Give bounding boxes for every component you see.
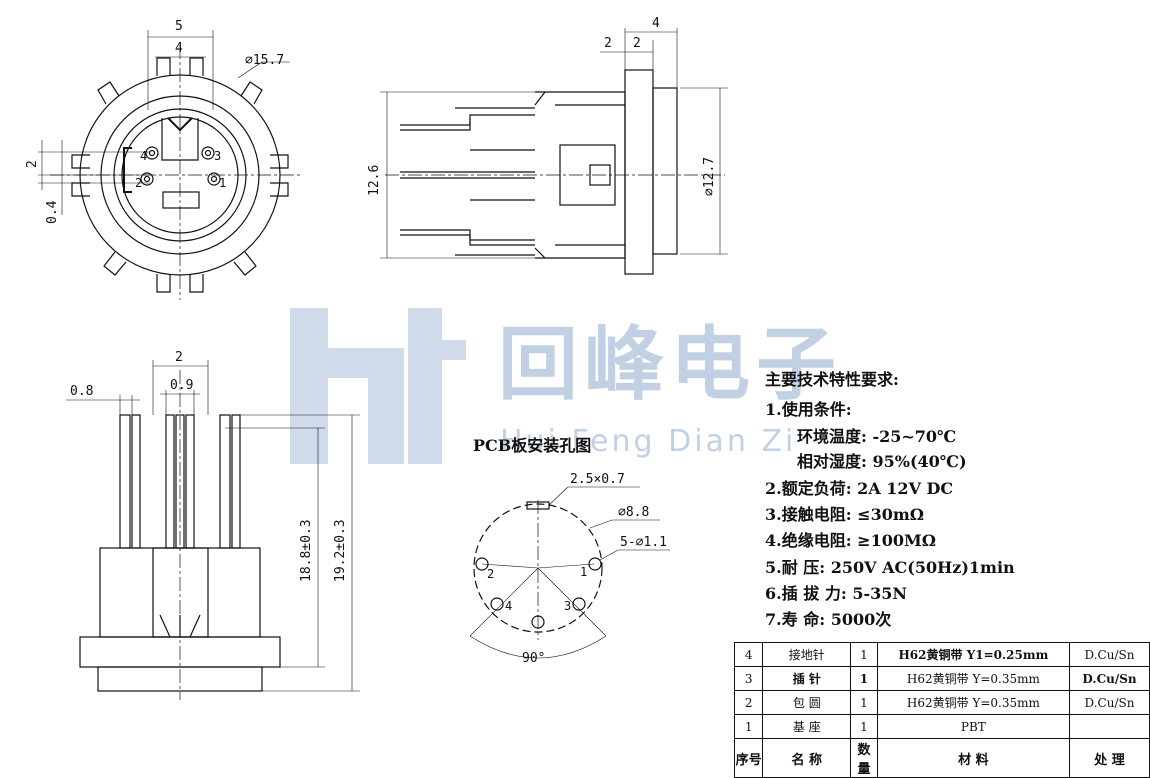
side-dim-126: 12.6 bbox=[367, 165, 382, 196]
front-pin-1: 1 bbox=[219, 176, 226, 190]
bom-cell: 1 bbox=[850, 642, 878, 667]
bom-cell: 1 bbox=[850, 690, 878, 715]
front-pin-3: 3 bbox=[214, 149, 221, 163]
bom-header: 处 理 bbox=[1069, 738, 1150, 778]
spec-line: 环境温度: -25~70℃ bbox=[797, 427, 957, 446]
pcb-pin-2: 2 bbox=[487, 567, 494, 581]
front-dim-diameter: ⌀15.7 bbox=[245, 53, 284, 68]
front-pin-2: 2 bbox=[135, 176, 142, 190]
spec-line: 5.耐 压: 250V AC(50Hz)1min bbox=[765, 558, 1015, 577]
table-row: 1 基 座 1 PBT bbox=[733, 714, 1150, 739]
spec-line: 相对湿度: 95%(40℃) bbox=[797, 452, 967, 471]
front-dim-5: 5 bbox=[175, 19, 183, 34]
table-header-row: 序号 名 称 数量 材 料 处 理 bbox=[733, 738, 1150, 778]
pin-dim-192: 19.2±0.3 bbox=[333, 519, 348, 582]
bom-cell: D.Cu/Sn bbox=[1069, 642, 1150, 667]
bom-cell: D.Cu/Sn bbox=[1069, 666, 1150, 691]
front-dim-2: 2 bbox=[25, 160, 40, 168]
bom-header: 名 称 bbox=[762, 738, 852, 778]
pin-dim-08: 0.8 bbox=[70, 384, 93, 399]
spec-line: 1.使用条件: bbox=[765, 400, 852, 419]
watermark-brand: 回峰电子 bbox=[498, 318, 842, 411]
watermark-logo bbox=[290, 308, 466, 464]
side-dim-diameter: ⌀12.7 bbox=[702, 157, 717, 196]
pcb-pin-1: 1 bbox=[580, 565, 587, 579]
side-dim-2b: 2 bbox=[633, 36, 641, 51]
bom-cell: 插 针 bbox=[762, 666, 852, 691]
front-dim-4: 4 bbox=[175, 41, 183, 56]
spec-line: 7.寿 命: 5000次 bbox=[765, 610, 892, 629]
pin-dim-2: 2 bbox=[175, 350, 183, 365]
pcb-dim-slot: 2.5×0.7 bbox=[570, 472, 625, 487]
bom-cell: 1 bbox=[850, 666, 878, 691]
bom-cell: H62黄铜带 Y=0.35mm bbox=[876, 690, 1071, 715]
bom-header: 材 料 bbox=[876, 738, 1071, 778]
front-view bbox=[38, 30, 300, 300]
spec-line: 6.插 拔 力: 5-35N bbox=[765, 584, 907, 603]
bom-table: 4 接地针 1 H62黄铜带 Y1=0.25mm D.Cu/Sn 3 插 针 1… bbox=[733, 642, 1150, 778]
table-row: 4 接地针 1 H62黄铜带 Y1=0.25mm D.Cu/Sn bbox=[733, 642, 1150, 667]
pin-dim-188: 18.8±0.3 bbox=[299, 519, 314, 582]
spec-line: 3.接触电阻: ≤30mΩ bbox=[765, 505, 925, 524]
pin-dim-09: 0.9 bbox=[170, 378, 193, 393]
pcb-dim-holes: 5-⌀1.1 bbox=[620, 535, 667, 550]
bom-cell: 3 bbox=[733, 666, 764, 691]
spec-line: 4.绝缘电阻: ≥100MΩ bbox=[765, 531, 936, 550]
table-row: 3 插 针 1 H62黄铜带 Y=0.35mm D.Cu/Sn bbox=[733, 666, 1150, 691]
side-view bbox=[380, 28, 728, 275]
bom-cell: D.Cu/Sn bbox=[1069, 690, 1150, 715]
bom-cell: 接地针 bbox=[762, 642, 852, 667]
spec-line: 2.额定负荷: 2A 12V DC bbox=[765, 479, 954, 498]
pcb-view bbox=[469, 486, 670, 659]
pcb-dim-diameter: ⌀8.8 bbox=[618, 505, 649, 520]
bom-header: 序号 bbox=[733, 738, 764, 778]
side-dim-4: 4 bbox=[652, 16, 660, 31]
pcb-pin-3: 3 bbox=[564, 599, 571, 613]
ring-notches bbox=[71, 57, 289, 293]
pin-view bbox=[66, 360, 360, 700]
bom-cell: 1 bbox=[850, 714, 878, 739]
bom-header: 数量 bbox=[850, 738, 878, 778]
bom-cell: 包 圆 bbox=[762, 690, 852, 715]
bom-cell: H62黄铜带 Y=0.35mm bbox=[876, 666, 1071, 691]
bom-cell bbox=[1069, 714, 1150, 739]
bom-cell: H62黄铜带 Y1=0.25mm bbox=[876, 642, 1071, 667]
pcb-title: PCB板安装孔图 bbox=[473, 436, 592, 455]
pcb-dim-angle: 90° bbox=[522, 651, 545, 666]
bom-cell: 4 bbox=[733, 642, 764, 667]
bom-cell: 基 座 bbox=[762, 714, 852, 739]
bom-cell: 2 bbox=[733, 690, 764, 715]
side-dim-2a: 2 bbox=[604, 36, 612, 51]
specs-title: 主要技术特性要求: bbox=[765, 370, 899, 389]
bom-cell: 1 bbox=[733, 714, 764, 739]
table-row: 2 包 圆 1 H62黄铜带 Y=0.35mm D.Cu/Sn bbox=[733, 690, 1150, 715]
watermark-pinyin: Hui Feng Dian Zi bbox=[500, 424, 797, 459]
bom-cell: PBT bbox=[876, 714, 1071, 739]
front-dim-04: 0.4 bbox=[45, 200, 60, 224]
front-pin-4: 4 bbox=[140, 149, 147, 163]
pcb-pin-4: 4 bbox=[505, 599, 512, 613]
